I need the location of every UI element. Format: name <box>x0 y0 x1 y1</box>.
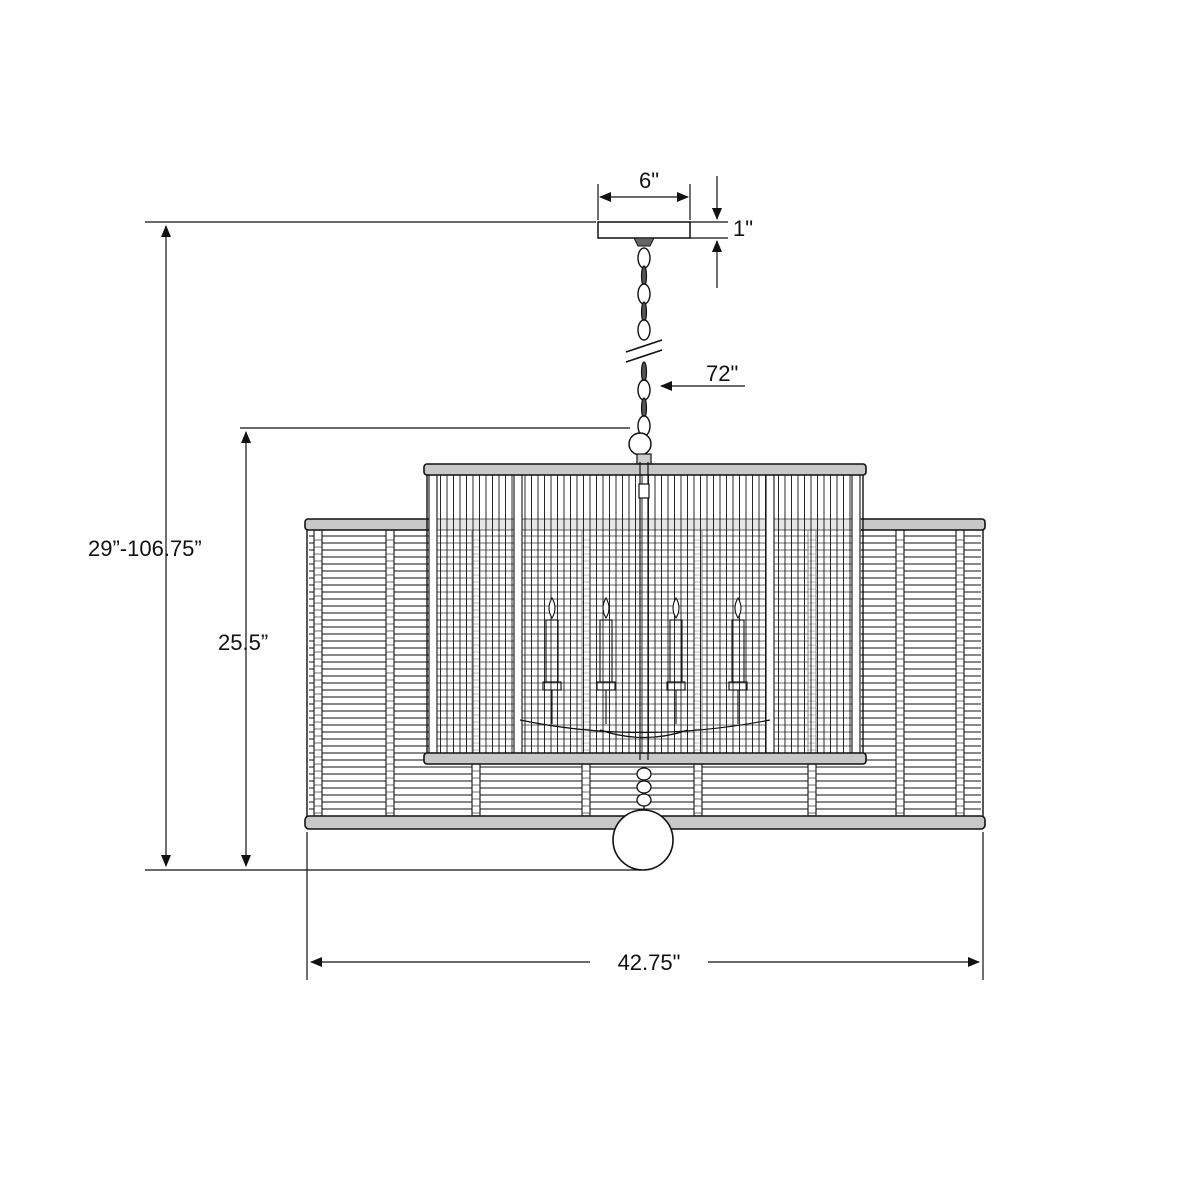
inner-post <box>513 474 523 754</box>
canopy <box>597 221 691 239</box>
fixture-width-dimension: 42.75" <box>306 832 984 980</box>
inner-shade-bottom-rim <box>423 752 867 765</box>
candle-flame <box>548 596 556 620</box>
chain-loop <box>628 432 652 456</box>
chain-break-mark <box>625 339 663 363</box>
fixture-height-label: 25.5” <box>218 630 268 655</box>
canopy-height-label: 1" <box>733 216 753 241</box>
chain-link <box>640 301 648 323</box>
chain-link <box>640 361 648 383</box>
candle-flame <box>672 596 680 620</box>
inner-post <box>851 474 861 754</box>
candle <box>542 596 562 724</box>
chain-length-label: 72" <box>706 361 738 386</box>
chain-link <box>640 265 648 287</box>
chain-link <box>640 397 648 419</box>
fixture-width-label: 42.75" <box>618 950 681 975</box>
overall-height-dimension: 29”-106.75” <box>88 221 640 871</box>
center-stem <box>519 462 771 760</box>
candle-arms <box>542 596 748 724</box>
chain-link <box>637 283 651 305</box>
chain-collar <box>636 453 652 465</box>
overall-height-label: 29”-106.75” <box>88 536 202 561</box>
canopy-height-dimension: 1" <box>690 176 753 288</box>
chain <box>628 247 652 465</box>
candle-flame <box>602 596 610 620</box>
candle <box>728 596 748 724</box>
inner-post <box>428 474 438 754</box>
inner-shade-slats <box>429 475 861 753</box>
finial-ball <box>612 809 674 871</box>
inner-post <box>765 474 775 754</box>
candle <box>596 596 616 724</box>
chain-link <box>637 379 651 401</box>
canopy-width-label: 6" <box>639 168 659 193</box>
inner-shade-backing <box>429 475 861 753</box>
candle-flame <box>734 596 742 620</box>
inner-shade <box>423 463 867 765</box>
canopy-width-dimension: 6" <box>597 168 691 220</box>
finial <box>636 767 652 812</box>
fixture-height-dimension: 25.5” <box>218 427 630 867</box>
canopy-nut <box>633 237 655 247</box>
chain-link <box>637 247 651 269</box>
inner-shade-top-rim <box>423 463 867 476</box>
chain-link <box>637 319 651 341</box>
candle <box>666 596 686 724</box>
chain-length-dimension: 72" <box>660 361 745 391</box>
